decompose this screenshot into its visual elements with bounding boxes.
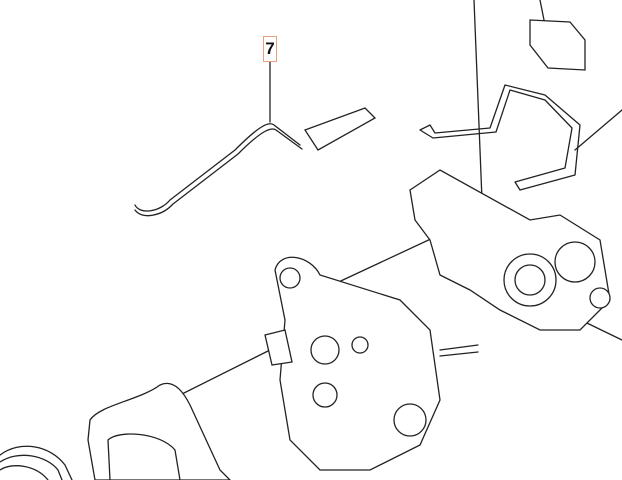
wire-rod-part — [134, 123, 303, 217]
intake-manifold-part — [409, 169, 611, 331]
gear-part — [554, 241, 596, 283]
lever-part — [439, 344, 479, 357]
connector-part — [529, 19, 586, 71]
carburetor-part — [274, 256, 441, 471]
manifold-port-inner — [514, 264, 546, 296]
air-filter-part — [0, 445, 73, 480]
carburetor-port — [310, 335, 340, 365]
spring-part — [264, 329, 293, 366]
carburetor-port — [312, 382, 338, 408]
wire-bracket-part — [419, 84, 581, 191]
part-callout-7[interactable]: 7 — [263, 36, 277, 62]
assembly-line — [574, 109, 622, 151]
spring-part — [589, 287, 611, 309]
carburetor-screw — [351, 336, 369, 354]
assembly-line — [473, 0, 483, 201]
gasket-opening — [107, 433, 181, 480]
carburetor-fitting — [279, 267, 301, 289]
wire-rod-sleeve — [304, 107, 377, 151]
assembly-line — [169, 349, 271, 401]
carburetor-port — [393, 403, 427, 437]
